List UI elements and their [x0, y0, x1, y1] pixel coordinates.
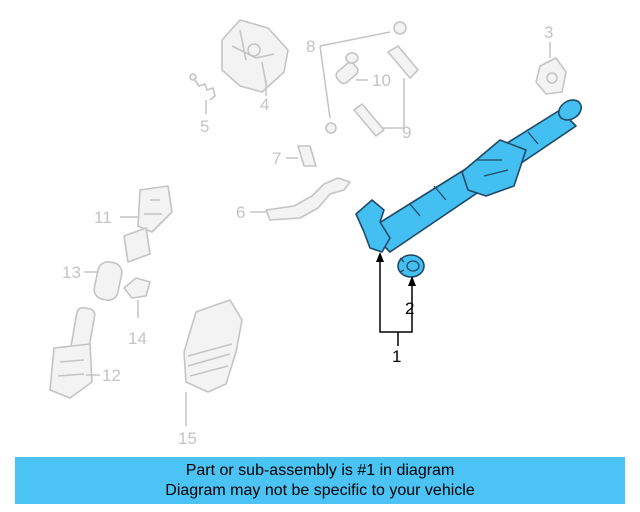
callout-4: 4: [260, 95, 269, 114]
callout-8: 8: [306, 37, 315, 56]
callout-6: 6: [236, 203, 245, 222]
callout-14: 14: [128, 329, 147, 348]
leader-8: [319, 31, 391, 119]
leader-1: [379, 258, 413, 346]
callout-2: 2: [405, 299, 414, 318]
part-5-spring[interactable]: [189, 73, 216, 101]
part-4-lock-housing[interactable]: [221, 19, 289, 93]
callout-3: 3: [544, 23, 553, 42]
callout-1: 1: [392, 347, 401, 366]
callout-12: 12: [102, 366, 121, 385]
part-6-lever[interactable]: [265, 177, 351, 221]
leader-9: [382, 78, 405, 130]
callout-9: 9: [402, 123, 411, 142]
callout-5: 5: [200, 117, 209, 136]
part-9-links[interactable]: [353, 45, 419, 137]
part-15-boot[interactable]: [183, 299, 243, 393]
part-3-cover[interactable]: [535, 57, 567, 95]
part-11-universal-joint[interactable]: [123, 185, 173, 263]
callout-15: 15: [178, 429, 197, 448]
parts-diagram: 4 5 8 10 9 3 7 6: [49, 19, 585, 448]
part-12-lower-shaft[interactable]: [49, 306, 96, 399]
part-7-bracket[interactable]: [297, 145, 317, 167]
part-13-sleeve[interactable]: [92, 260, 123, 302]
part-14-bolt[interactable]: [123, 277, 151, 299]
info-banner: Part or sub-assembly is #1 in diagram Di…: [15, 457, 625, 504]
callout-7: 7: [272, 149, 281, 168]
banner-line-part-number: Part or sub-assembly is #1 in diagram: [185, 461, 455, 479]
arrowhead-1: [376, 252, 384, 262]
arrowhead-2: [408, 276, 416, 286]
banner-line-disclaimer: Diagram may not be specific to your vehi…: [165, 481, 475, 499]
part-10-bushing[interactable]: [334, 52, 360, 85]
callout-11: 11: [94, 208, 112, 227]
part-2-bushing[interactable]: [397, 254, 425, 278]
part-8-nut[interactable]: [325, 21, 407, 134]
callout-13: 13: [62, 263, 81, 282]
part-1-steering-column[interactable]: [355, 96, 585, 253]
callout-10: 10: [372, 71, 391, 90]
